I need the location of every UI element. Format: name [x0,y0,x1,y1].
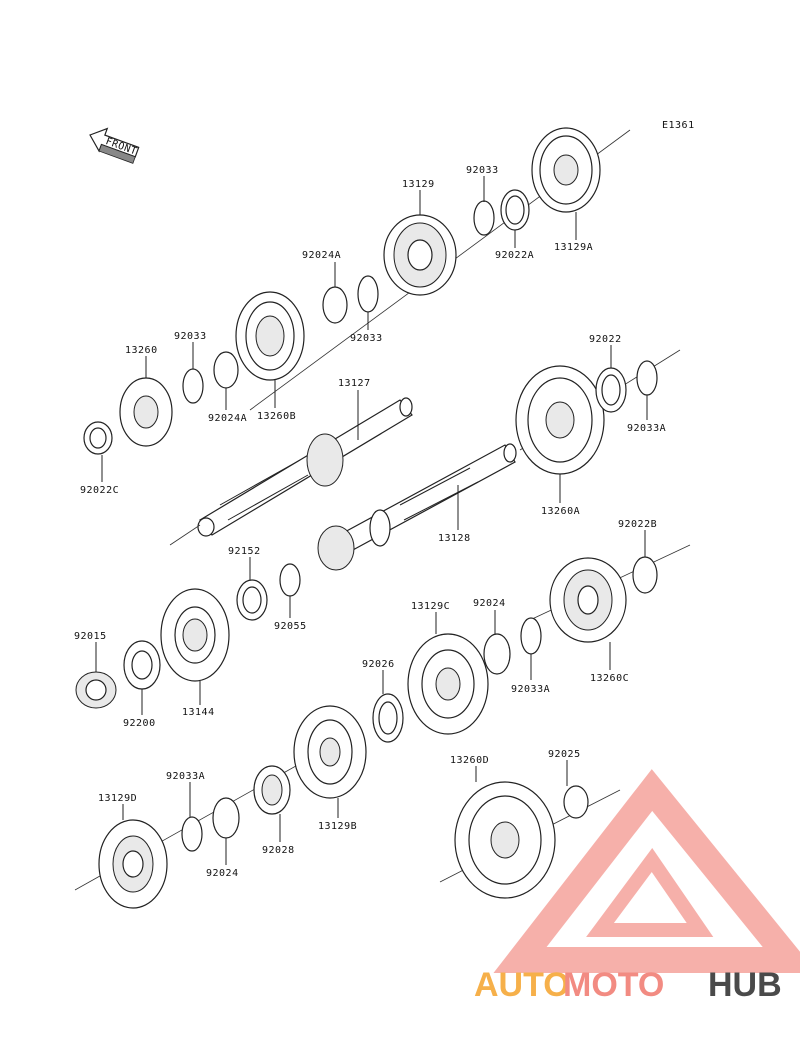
washer-92026 [372,693,404,743]
washer-92200 [123,640,161,690]
circlip-92033-top [473,200,495,236]
part-label: 92026 [362,659,395,670]
part-label: 92022 [589,334,622,345]
bushing-92028 [253,765,291,815]
watermark-logo [493,769,800,973]
circlip-92055 [279,563,301,597]
gear-13260D [454,781,556,899]
part-label: 92022B [618,519,657,530]
leader-lines [95,176,648,865]
watermark-moto: MOTO [563,966,664,1004]
part-label: 92022C [80,485,119,496]
gear-13260B [235,291,305,381]
gear-13129D [98,819,168,909]
nut-92015 [75,671,117,709]
part-label: 92033A [511,684,550,695]
part-labels: 13129A 92022A 92033 13129 92024A 92033 1… [74,165,666,879]
part-label: 92022A [495,250,534,261]
washer-92022A [500,189,530,231]
part-label: 13260C [590,673,629,684]
part-label: 92028 [262,845,295,856]
washer-92022C [83,421,113,455]
washer-92024A-top [322,286,348,324]
watermark-hub: HUB [708,966,782,1004]
part-label: 92152 [228,546,261,557]
part-label: 13260A [541,506,580,517]
watermark-text: AUTO MOTO HUB [474,966,782,1004]
gear-13129B [293,705,367,799]
gear-13129A [531,127,601,213]
part-label: 13129A [554,242,593,253]
shaft-13127-axis [169,524,201,546]
washer-92025 [563,785,589,819]
gear-13129 [383,214,457,296]
part-label: 92055 [274,621,307,632]
front-arrow-icon: FRONT [89,127,140,164]
circlip-92033A-bottom [181,816,203,852]
part-label: 13144 [182,707,215,718]
part-label: 92024A [302,250,341,261]
part-label: 13127 [338,378,371,389]
washer-92022B [632,556,658,594]
gear-13260 [119,377,173,447]
part-label: 92033A [627,423,666,434]
shaft-13128 [317,443,517,571]
circlip-92033A-right [636,360,658,396]
sleeve-92152 [236,579,268,621]
part-label: 13128 [438,533,471,544]
sprocket-13144 [160,588,230,682]
gear-13129C [407,633,489,735]
part-label: 92025 [548,749,581,760]
part-label: 13129 [402,179,435,190]
part-label: 92200 [123,718,156,729]
part-label: 92033 [174,331,207,342]
part-label: 13129C [411,601,450,612]
washer-92024-mid [483,633,511,675]
washer-92022 [595,367,627,413]
part-label: 13260B [257,411,296,422]
part-label: 92033 [466,165,499,176]
circlip-92033-left [182,368,204,404]
part-label: 92033 [350,333,383,344]
watermark-auto: AUTO [474,966,570,1004]
part-label: 92015 [74,631,107,642]
figure-code: E1361 [662,120,695,131]
part-label: 13129D [98,793,137,804]
part-label: 13129B [318,821,357,832]
part-label: 92024A [208,413,247,424]
part-label: 92033A [166,771,205,782]
shaft-13127 [197,397,413,537]
part-label: 13260 [125,345,158,356]
gear-13260A [515,365,605,475]
circlip-92033A-mid [520,617,542,655]
washer-92024-bottom [212,797,240,839]
washer-92024A-left [213,351,239,389]
part-label: 92024 [206,868,239,879]
part-label: 13260D [450,755,489,766]
circlip-92033-mid [357,275,379,313]
gear-13260C [549,557,627,643]
part-label: 92024 [473,598,506,609]
